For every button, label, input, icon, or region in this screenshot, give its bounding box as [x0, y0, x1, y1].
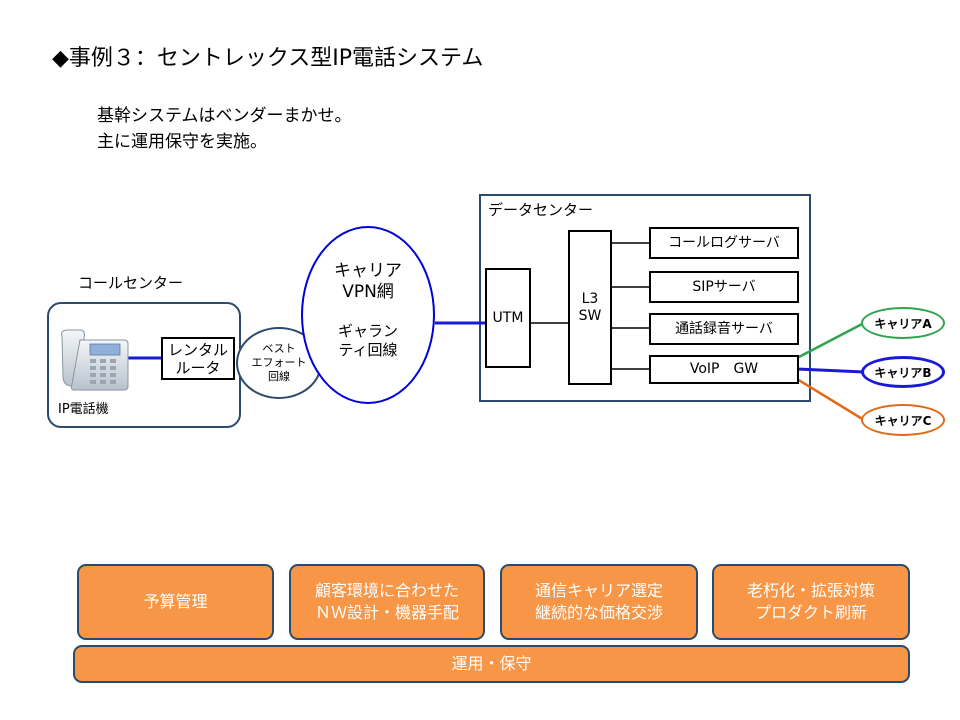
carrier-c-node: キャリアC — [861, 404, 945, 436]
voip-gateway-box: VoIP GW — [649, 355, 799, 384]
vpn-guarantee: ギャラン ティ回線 — [337, 321, 398, 360]
ip-phone-label: IP電話機 — [58, 402, 109, 417]
gw-carrier-a-link — [796, 321, 865, 360]
carrier-vpn-cloud: キャリア VPN網 ギャラン ティ回線 — [301, 226, 435, 404]
sip-server-box: SIPサーバ — [649, 271, 799, 303]
carrier-a-node: キャリアA — [861, 307, 945, 339]
page-title: ◆事例３：セントレックス型IP電話システム — [52, 46, 484, 71]
call-log-server-box: コールログサーバ — [649, 227, 799, 259]
utm-box: UTM — [485, 268, 531, 368]
gw-carrier-b-link — [796, 367, 865, 374]
subtitle-line-2: 主に運用保守を実施。 — [97, 132, 267, 152]
l3-switch-box: L3 SW — [568, 230, 612, 385]
vpn-name: キャリア VPN網 — [334, 261, 402, 303]
call-center-label: コールセンター — [78, 274, 184, 292]
task-operation-maintenance: 運用・保守 — [73, 645, 910, 683]
ip-phone-icon — [61, 329, 129, 391]
recording-server-box: 通話録音サーバ — [649, 313, 799, 345]
rental-router-box: レンタル ルータ — [161, 337, 235, 380]
data-center-label: データセンター — [488, 201, 594, 219]
subtitle-line-1: 基幹システムはベンダーまかせ。 — [97, 106, 352, 126]
carrier-b-node: キャリアB — [861, 356, 945, 388]
task-carrier-selection: 通信キャリア選定 継続的な価格交渉 — [500, 564, 698, 640]
task-product-refresh: 老朽化・拡張対策 プロダクト刷新 — [712, 564, 910, 640]
gw-carrier-c-link — [796, 377, 865, 422]
task-network-design: 顧客環境に合わせた ＮＷ設計・機器手配 — [289, 564, 485, 640]
task-budget: 予算管理 — [77, 564, 274, 640]
